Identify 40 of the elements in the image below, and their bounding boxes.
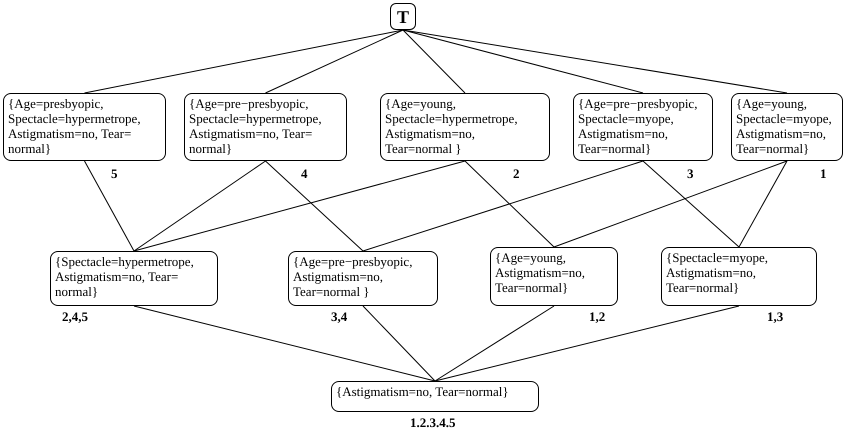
connector-line — [554, 160, 788, 248]
connector-line — [134, 306, 436, 382]
node-text: {Age=young, Spectacle=hypermetrope, Astigmatism=no, Tear=normal } — [385, 96, 519, 156]
support-label: 1.2.3.4.5 — [410, 415, 456, 430]
node-text: T — [396, 8, 409, 26]
connector-line — [84, 160, 134, 252]
node-text: {Age=presbyopic, Spectacle=hypermetrope, Astigmatism=no, Tear= normal} — [8, 96, 142, 156]
node-text: {Spectacle=hypermetrope, Astigmatism=no, Tear= normal} — [55, 254, 195, 299]
node-text: {Age=young, Astigmatism=no, Tear=normal} — [495, 250, 586, 295]
support-label: 1 — [820, 166, 826, 181]
connector-line — [265, 160, 364, 252]
connector-line — [84, 30, 404, 94]
root-node — [390, 3, 416, 30]
connector-line — [642, 160, 740, 248]
connector-line — [738, 160, 788, 248]
support-label: 4 — [301, 166, 308, 181]
support-label: 1,3 — [767, 309, 784, 324]
connector-line — [434, 306, 740, 382]
connector-line — [402, 30, 644, 94]
support-label: 5 — [111, 166, 118, 181]
support-label: 2,4,5 — [62, 309, 88, 324]
node-text: {Age=pre−presbyopic, Spectacle=myope, Astigmatism=no, Tear=normal} — [578, 96, 698, 156]
node-text: {Age=pre−presbyopic, Astigmatism=no, Tear=normal } — [293, 254, 414, 299]
support-label: 2 — [513, 166, 520, 181]
connector-line — [464, 160, 554, 248]
connector-line — [134, 160, 466, 252]
connector-line — [402, 30, 466, 94]
connector-line — [362, 306, 436, 382]
node-text: {Astigmatism=no, Tear=normal} — [336, 384, 510, 399]
support-label: 3 — [687, 166, 694, 181]
node-text: {Spectacle=myope, Astigmatism=no, Tear=normal} — [666, 250, 770, 295]
node-text: {Age=pre−presbyopic, Spectacle=hypermetrope, Astigmatism=no, Tear= normal} — [189, 96, 323, 156]
connector-line — [402, 30, 788, 94]
connector-line — [265, 30, 404, 94]
connector-line — [362, 160, 644, 252]
connector-line — [134, 160, 266, 252]
support-label: 3,4 — [331, 309, 348, 324]
connector-line — [434, 306, 554, 382]
support-label: 1,2 — [589, 309, 606, 324]
node-text: {Age=young, Spectacle=myope, Astigmatism=no, Tear=normal} — [736, 96, 833, 156]
